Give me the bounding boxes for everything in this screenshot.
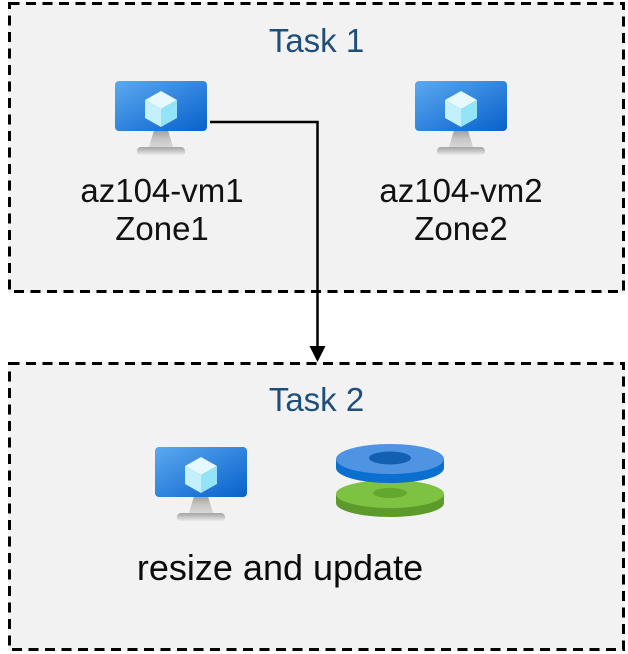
virtual-machine-icon	[415, 81, 507, 155]
vm2-label: az104-vm2 Zone2	[311, 172, 611, 248]
task1-title: Task 1	[268, 22, 365, 59]
task2-caption: resize and update	[136, 547, 424, 588]
vm1-name: az104-vm1	[80, 172, 244, 209]
virtual-machine-icon	[155, 447, 247, 521]
virtual-machine-icon	[115, 81, 207, 155]
arrowhead-icon	[309, 346, 326, 362]
vm2-zone: Zone2	[414, 210, 508, 247]
vm1-zone: Zone1	[115, 210, 209, 247]
task1-box: Task 1 az104-vm1 Zone1 az104-vm2	[8, 2, 625, 293]
managed-disks-icon	[336, 444, 444, 517]
vm1-label: az104-vm1 Zone1	[12, 172, 312, 248]
vm2-name: az104-vm2	[379, 172, 543, 209]
task2-title: Task 2	[268, 381, 365, 418]
task2-box: Task 2 resize and update	[8, 362, 625, 651]
